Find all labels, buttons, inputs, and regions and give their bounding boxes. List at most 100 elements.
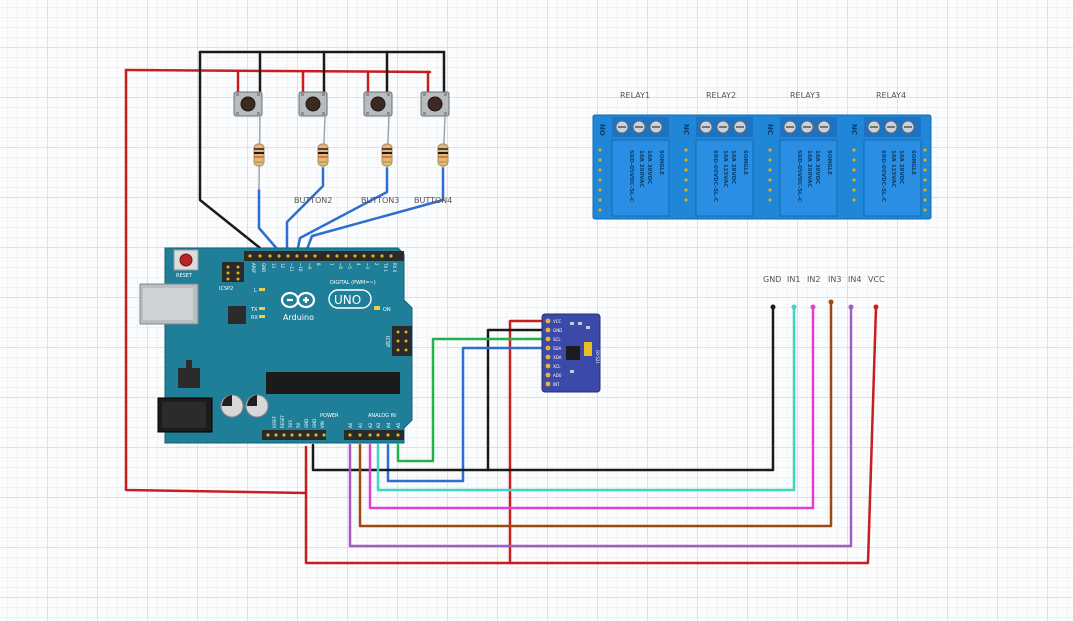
pin-a5-label: A5 [396, 422, 401, 428]
relay-rating-2b: 10A 28VDC [730, 150, 736, 184]
wire-red-button-vcc[interactable] [124, 68, 308, 495]
push-button-2[interactable] [298, 91, 328, 117]
push-button-1[interactable] [233, 91, 263, 117]
arduino-uno-board[interactable]: RESET ICSP2 AREF GND 13 12 ~11 ~10 ~9 8 … [139, 247, 413, 444]
pin-6-label: ~6 [338, 263, 343, 269]
relay-brand-3: SONGLE [826, 150, 832, 175]
resistor-2[interactable] [317, 143, 329, 167]
reset-button[interactable] [173, 249, 199, 271]
resistor-4[interactable] [437, 143, 449, 167]
relay-rating-4b: 10A 28VDC [898, 150, 904, 184]
pin-9-label: ~9 [307, 263, 312, 269]
gnd-terminal-label: GND [763, 275, 781, 284]
on-led-label: ON [383, 307, 391, 313]
wire-red-top-bus[interactable] [124, 68, 432, 74]
resistor-3[interactable] [381, 143, 393, 167]
led-tx-label: TX [250, 307, 258, 313]
wire-blue-button3[interactable] [295, 166, 389, 255]
relay-header-pins [598, 148, 927, 212]
pin-3-label: ~3 [365, 263, 370, 269]
gy521-sensor-module[interactable]: VCC GND SCL SDA XDA XCL AD0 INT GY-521 [541, 313, 601, 393]
relay-rating-3: 10A 250VAC [806, 150, 812, 187]
relay-module[interactable]: SONGLE SRD-05VDC-SL-C 10A 250VAC 10A 30V… [592, 114, 932, 220]
relay-rating-1: 10A 250VAC [638, 150, 644, 187]
relay4-label: RELAY4 [876, 91, 906, 100]
wire-blue-button4[interactable] [304, 166, 445, 254]
relay-channel-3[interactable]: SONGLE SRD-05VDC-SL-C 10A 250VAC 10A 30V… [779, 117, 838, 217]
relay-model-3: SRD-05VDC-SL-C [796, 150, 802, 202]
resistor-1[interactable] [253, 143, 265, 167]
wire-black-relay-gnd[interactable] [311, 305, 775, 472]
sensor-pin-int: INT [553, 382, 560, 387]
sensor-pin-ad0: AD0 [553, 373, 562, 378]
pin-12-label: 12 [280, 263, 285, 269]
sensor-pin-sda: SDA [553, 346, 562, 351]
icsp-header [392, 326, 412, 356]
pin-4-label: 4 [356, 263, 361, 266]
wire-purple-relay-in4[interactable] [348, 305, 853, 548]
digital-label: DIGITAL (PWM=~) [330, 280, 376, 286]
arduino-logo [280, 291, 316, 309]
pin-a1-label: A1 [358, 422, 363, 428]
wire-magenta-relay-in2[interactable] [368, 305, 815, 510]
relay-rating-1b: 10A 30VDC [646, 150, 652, 184]
pin-7-label: 7 [329, 263, 334, 266]
relay-channel-4[interactable]: SONGLE SRD-05VDC-SL-C 10A 125VAC 10A 28V… [863, 117, 922, 217]
wire-blue-button1[interactable] [257, 188, 280, 252]
icsp2-label: ICSP2 [219, 286, 233, 292]
relay-brand-2: SONGLE [742, 150, 748, 175]
pin-13-label: 13 [271, 263, 276, 269]
relay-nc-label-3: NC [766, 124, 774, 135]
push-button-3[interactable] [363, 91, 393, 117]
relay-model-2: SRD-05VDC-SL-C [712, 150, 718, 202]
led-l-label: L [254, 288, 257, 294]
pin-1-label: TX 1 [383, 262, 388, 272]
wire-cyan-relay-in1[interactable] [376, 305, 796, 492]
wire-brown-relay-in3[interactable] [358, 300, 833, 528]
wire-black-sensor-gnd[interactable] [486, 328, 550, 472]
relay2-label: RELAY2 [706, 91, 736, 100]
relay-rating-2: 10A 125VAC [722, 150, 728, 187]
arduino-brand: Arduino [283, 313, 314, 322]
power-label: POWER [320, 413, 339, 419]
in4-terminal-label: IN4 [848, 275, 861, 284]
relay-channel-1[interactable]: SONGLE SRD-05VDC-SL-C 10A 250VAC 10A 30V… [611, 117, 670, 217]
relay-nc-label-4: NC [850, 124, 858, 135]
pin-a3-label: A3 [376, 422, 381, 428]
wire-terminals [770, 299, 879, 310]
pin-5-label: ~5 [347, 263, 352, 269]
wire-red-sensor-vcc[interactable] [508, 319, 550, 565]
reset-label: RESET [176, 273, 193, 279]
sensor-chip [566, 346, 580, 360]
push-button-4[interactable] [420, 91, 450, 117]
atmega-chip [266, 372, 400, 394]
icsp-label: ICSP [384, 336, 390, 347]
wire-blue-button2[interactable] [285, 166, 325, 254]
pin-3v3-label: 3V3 [288, 420, 293, 428]
capacitor-1 [220, 394, 244, 418]
button4-label: BUTTON4 [414, 196, 452, 205]
pin-a2-label: A2 [368, 422, 373, 428]
pin-aref-label: AREF [251, 263, 256, 274]
pin-10-label: ~10 [298, 263, 303, 272]
pin-gnd1-label: GND [304, 419, 309, 428]
sensor-pin-xcl: XCL [553, 364, 561, 369]
relay-no-label-1: NO [598, 124, 606, 136]
wire-red-relay-vcc[interactable] [304, 305, 878, 565]
relay-brand-4: SONGLE [910, 150, 916, 175]
vcc-terminal-label: VCC [868, 275, 885, 284]
relay-channel-2[interactable]: SONGLE SRD-05VDC-SL-C 10A 125VAC 10A 28V… [695, 117, 754, 217]
wire-black-gnd[interactable] [198, 50, 262, 250]
pin-gnd2-label: GND [312, 419, 317, 428]
pin-gnd-top-label: GND [261, 263, 266, 272]
in2-terminal-label: IN2 [807, 275, 820, 284]
voltage-regulator [178, 368, 200, 388]
relay-rating-4: 10A 125VAC [890, 150, 896, 187]
analog-header [344, 430, 404, 440]
pin-a0-label: A0 [348, 422, 353, 428]
wire-green-sensor-scl[interactable] [396, 337, 550, 463]
pin-0-label: RX 0 [392, 263, 397, 273]
relay3-label: RELAY3 [790, 91, 820, 100]
relay1-label: RELAY1 [620, 91, 650, 100]
